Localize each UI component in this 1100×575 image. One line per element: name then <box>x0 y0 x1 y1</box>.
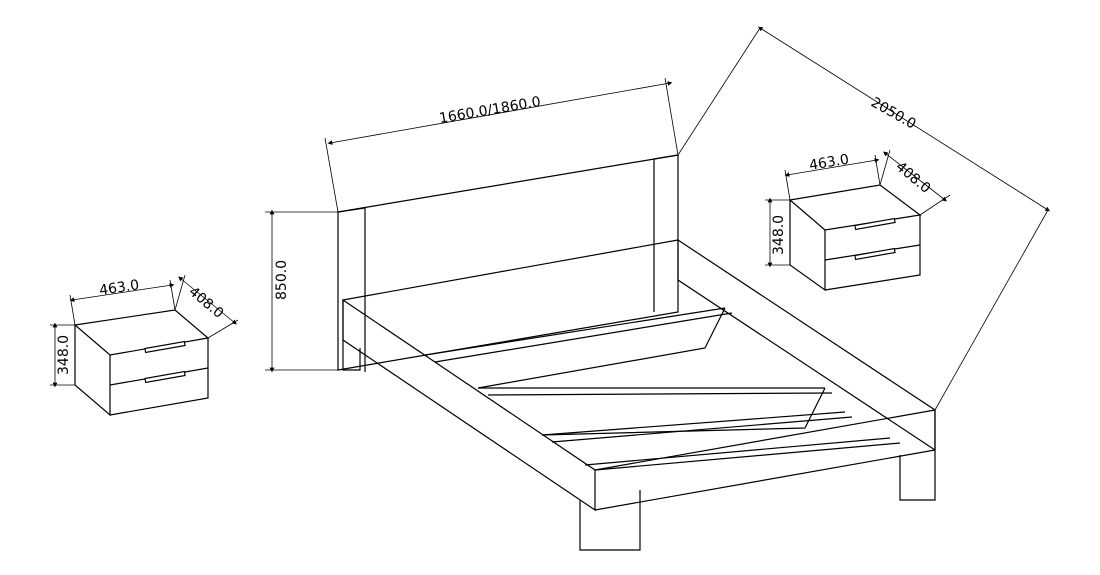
drawer-handle-1 <box>854 217 896 231</box>
nightstand-right-depth-label: 408.0 <box>892 159 933 197</box>
bed-assembly <box>337 154 936 551</box>
nightstand-left-height-label: 348.0 <box>56 335 72 375</box>
bed-height-dimension: 850.0 <box>265 209 338 373</box>
nightstand-right-height-label: 348.0 <box>771 215 787 255</box>
bed-legs <box>342 340 936 551</box>
bed-length-label: 2050.0 <box>868 95 919 133</box>
nightstand-right-dimensions: 463.0 408.0 348.0 <box>765 149 951 268</box>
nightstand-right-width-label: 463.0 <box>808 152 850 174</box>
nightstand-left-dimensions: 463.0 408.0 348.0 <box>50 274 239 388</box>
bed-slats <box>424 307 901 471</box>
bed-height-label: 850.0 <box>274 260 290 300</box>
nightstand-right <box>788 184 922 292</box>
nightstand-left-width-label: 463.0 <box>98 277 140 299</box>
headboard-width-label: 1660.0/1860.0 <box>438 94 542 127</box>
headboard <box>337 154 679 372</box>
nightstand-left-depth-label: 408.0 <box>185 284 226 322</box>
bed-length-dimension: 2050.0 <box>677 26 1051 411</box>
drawer-handle-1 <box>144 340 186 354</box>
drawer-handle-2 <box>144 370 186 384</box>
drawer-handle-2 <box>854 247 896 261</box>
bed-frame <box>342 238 936 512</box>
headboard-width-dimension: 1660.0/1860.0 <box>324 77 679 213</box>
nightstand-left <box>73 309 210 417</box>
